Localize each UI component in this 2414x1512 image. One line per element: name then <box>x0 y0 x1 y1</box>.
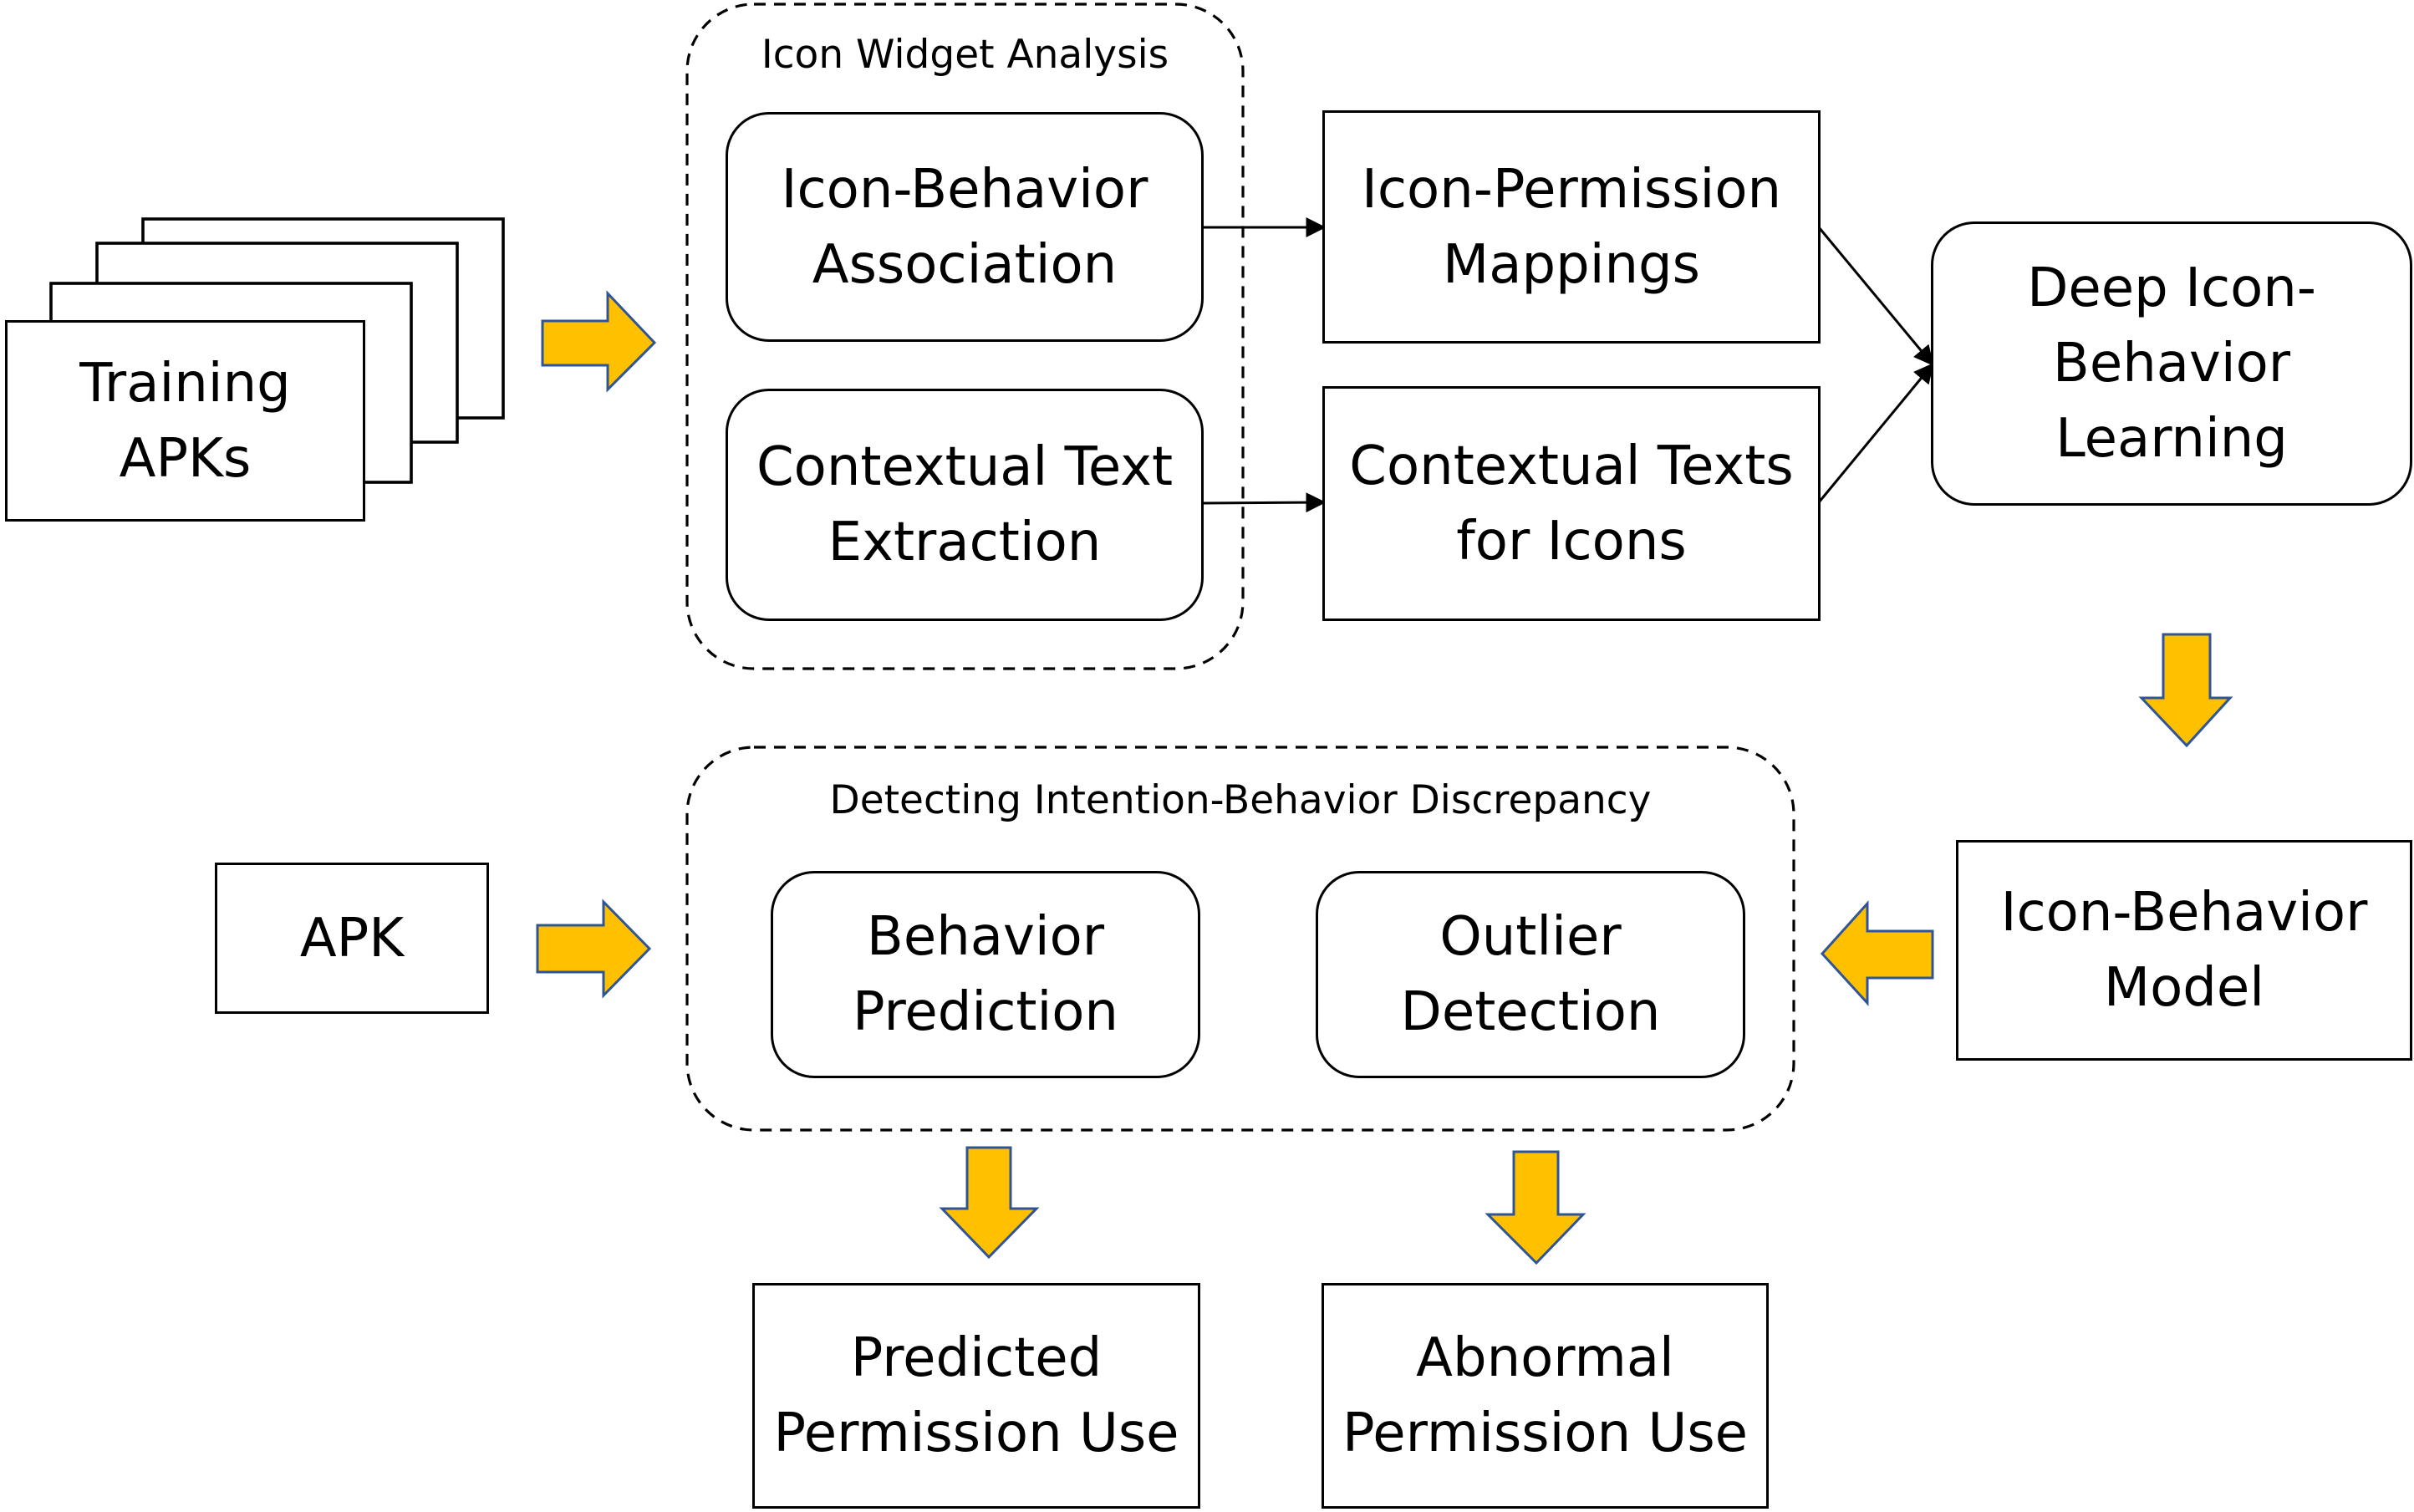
connector-texts-to-learning <box>1817 363 1934 503</box>
abnormal-permission-use-box: Abnormal Permission Use <box>1322 1283 1769 1509</box>
contextual-text-extraction-box: Contextual Text Extraction <box>726 389 1204 621</box>
block-arrow-model-to-detection <box>1820 900 1934 1006</box>
apk-box: APK <box>215 863 489 1014</box>
block-arrow-prediction-to-output <box>939 1146 1040 1260</box>
icon-widget-analysis-label: Icon Widget Analysis <box>761 32 1169 78</box>
block-arrow-learning-to-model <box>2138 633 2233 748</box>
icon-behavior-model-box: Icon-Behavior Model <box>1956 840 2412 1061</box>
outlier-detection-box: Outlier Detection <box>1316 871 1745 1078</box>
connector-mappings-to-learning <box>1817 227 1934 366</box>
detecting-discrepancy-group <box>685 746 1795 1132</box>
contextual-texts-for-icons-box: Contextual Texts for Icons <box>1322 386 1821 621</box>
connector-extraction-to-texts <box>1201 492 1327 513</box>
detecting-discrepancy-label: Detecting Intention-Behavior Discrepancy <box>829 777 1652 823</box>
block-arrow-training-to-analysis <box>541 290 657 393</box>
icon-permission-mappings-box: Icon-Permission Mappings <box>1322 110 1821 344</box>
block-arrow-apk-to-detection <box>536 899 652 999</box>
icon-behavior-association-box: Icon-Behavior Association <box>726 112 1204 342</box>
icon-widget-analysis-group <box>685 3 1245 670</box>
deep-icon-behavior-learning-box: Deep Icon- Behavior Learning <box>1931 221 2412 506</box>
training-apks-box: Training APKs <box>5 320 365 522</box>
block-arrow-outlier-to-output <box>1485 1150 1586 1265</box>
predicted-permission-use-box: Predicted Permission Use <box>752 1283 1200 1509</box>
behavior-prediction-box: Behavior Prediction <box>771 871 1200 1078</box>
